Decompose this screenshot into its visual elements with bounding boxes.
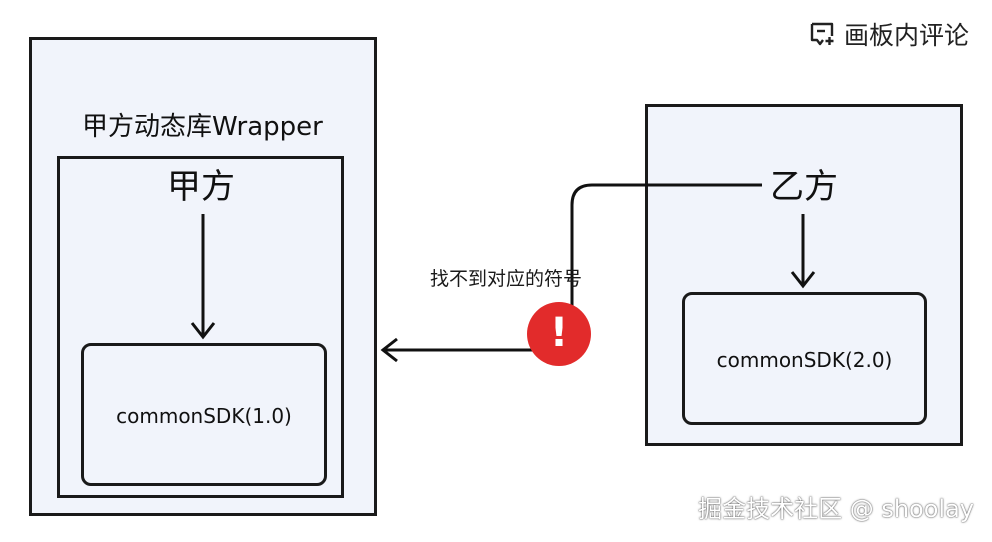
watermark: 掘金技术社区 @ shoolay	[698, 495, 974, 523]
comment-in-board-button[interactable]: 画板内评论	[808, 16, 969, 52]
common-sdk-v1-box[interactable]	[81, 343, 327, 486]
party-a-label: 甲方	[167, 167, 235, 207]
error-message: 找不到对应的符号	[430, 268, 583, 290]
common-sdk-v2-label: commonSDK(2.0)	[716, 348, 893, 372]
common-sdk-v2-box[interactable]	[682, 292, 927, 425]
error-badge-glyph: !	[549, 310, 569, 356]
comment-add-icon	[808, 20, 836, 48]
comment-in-board-label: 画板内评论	[844, 21, 970, 50]
party-a-to-sdk-arrow	[190, 214, 216, 340]
party-b-label: 乙方	[766, 170, 842, 204]
common-sdk-v1-label: commonSDK(1.0)	[116, 404, 292, 428]
error-exclamation-icon	[527, 302, 591, 366]
party-b-to-sdk-arrow	[790, 214, 816, 289]
wrapper-label: 甲方动态库Wrapper	[82, 112, 323, 142]
